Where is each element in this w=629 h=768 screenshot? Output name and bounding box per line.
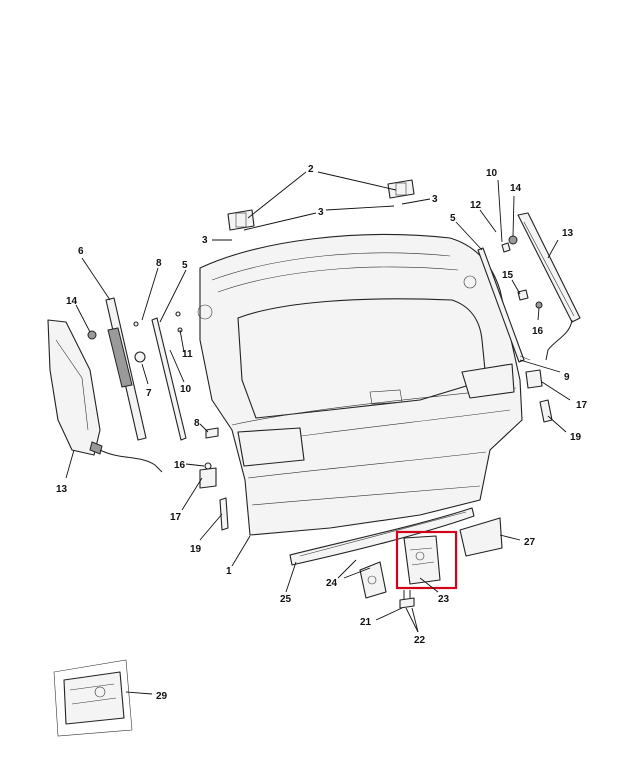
callout-7: 7	[146, 388, 152, 399]
callout-15: 15	[502, 270, 514, 281]
callout-24: 24	[326, 578, 338, 589]
trim-strip-right	[517, 212, 581, 361]
callout-5-left: 5	[182, 260, 188, 271]
callout-9: 9	[564, 372, 570, 383]
callout-10-left: 10	[180, 384, 192, 395]
callout-3-center: 3	[318, 207, 324, 218]
callout-3-left: 3	[202, 235, 208, 246]
quarter-trim-left	[47, 319, 163, 473]
callout-14-right: 14	[510, 183, 522, 194]
callout-5-right: 5	[450, 213, 456, 224]
callout-17-right: 17	[576, 400, 588, 411]
license-applique	[289, 507, 475, 566]
callout-12: 12	[470, 200, 482, 211]
liftgate-panel	[197, 233, 523, 536]
callout-16-left: 16	[174, 460, 186, 471]
hinge-right	[387, 179, 415, 199]
callout-25: 25	[280, 594, 292, 605]
inset-module	[53, 659, 133, 737]
latch-bracket	[359, 561, 387, 599]
gas-strut-left-powered	[105, 297, 147, 441]
callout-27: 27	[524, 537, 536, 548]
callout-11: 11	[182, 349, 193, 360]
callout-8-upper: 8	[156, 258, 162, 269]
callout-labels: 1 2 3 3 3 5 5 6 7 8 8 9 10 10 11 12 13 1…	[56, 164, 588, 702]
callout-13-left: 13	[56, 484, 68, 495]
callout-8-lower: 8	[194, 418, 200, 429]
callout-16-right: 16	[532, 326, 544, 337]
callout-2: 2	[308, 164, 314, 175]
latch-cover	[459, 517, 503, 557]
callout-19-left: 19	[190, 544, 202, 555]
callout-21: 21	[360, 617, 372, 628]
callout-13-right: 13	[562, 228, 574, 239]
striker	[399, 590, 415, 609]
leader-lines	[65, 171, 571, 695]
gas-strut-left	[151, 317, 187, 441]
callout-22: 22	[414, 635, 426, 646]
callout-6: 6	[78, 246, 84, 257]
latch-highlight-box	[395, 530, 458, 590]
callout-1: 1	[226, 566, 232, 577]
callout-3-right: 3	[432, 194, 438, 205]
callout-23: 23	[438, 594, 450, 605]
callout-10-right: 10	[486, 168, 498, 179]
hinge-left	[227, 209, 255, 231]
latch-assembly	[403, 535, 441, 585]
callout-29: 29	[156, 691, 168, 702]
callout-17-left: 17	[170, 512, 182, 523]
callout-19-right: 19	[570, 432, 582, 443]
callout-14-left: 14	[66, 296, 78, 307]
